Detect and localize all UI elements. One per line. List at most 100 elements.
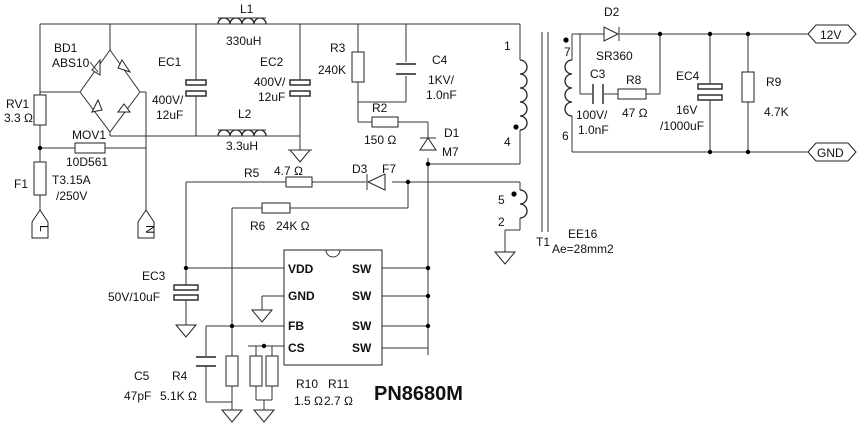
ec2-value1: 400V/ — [254, 75, 286, 89]
ic-pin-sw: SW — [352, 262, 372, 276]
r11-ref: R11 — [328, 377, 349, 391]
output-12v-label: 12V — [820, 28, 841, 42]
r10-resistor — [249, 355, 263, 387]
r2-resistor — [371, 116, 399, 128]
ic-pin-fb: FB — [288, 319, 304, 333]
ec3-ref: EC3 — [142, 269, 166, 283]
c4-ref: C4 — [432, 53, 448, 67]
rv1-value: 3.3 Ω — [4, 111, 33, 125]
ec4-capacitor — [697, 83, 723, 101]
pin-5: 5 — [498, 193, 505, 207]
output-wiring — [571, 33, 808, 153]
pin-7: 7 — [564, 45, 571, 59]
output-gnd-label: GND — [817, 146, 844, 160]
r3-resistor — [351, 51, 365, 83]
connector-l: L — [31, 209, 51, 239]
pin-4: 4 — [504, 135, 511, 149]
r10-value: 1.5 Ω — [294, 394, 323, 408]
c5-value: 47pF — [124, 389, 151, 403]
connector-n-label: N — [143, 225, 157, 234]
secondary-winding — [564, 59, 573, 117]
mov1-value: 10D561 — [66, 155, 108, 169]
r11-value: 2.7 Ω — [324, 394, 353, 408]
d1-value: M7 — [442, 145, 459, 159]
ec1-value1: 400V/ — [152, 93, 184, 107]
f1-ref: F1 — [14, 177, 28, 191]
r5-resistor — [285, 176, 313, 188]
ec1-capacitor — [185, 70, 207, 110]
ic-pin-cs: CS — [288, 341, 305, 355]
ground-symbol — [493, 251, 517, 265]
ec3-value: 50V/10uF — [108, 290, 160, 304]
r9-value: 4.7K — [764, 105, 789, 119]
d3-value: F7 — [382, 162, 396, 176]
junction-dot — [405, 179, 411, 185]
ec1-value2: 12uF — [156, 108, 183, 122]
r2-value: 150 Ω — [364, 133, 396, 147]
d3-diode — [366, 173, 386, 191]
l1-value: 330uH — [226, 34, 261, 48]
junction-dot — [425, 293, 431, 299]
r9-resistor — [741, 71, 755, 103]
controller-wiring — [185, 181, 428, 410]
t1-ae: Ae=28mm2 — [552, 242, 614, 256]
mov1-varistor — [74, 142, 106, 154]
polarity-dot-sec — [563, 37, 569, 43]
ec1-ref: EC1 — [158, 55, 182, 69]
l2-value: 3.3uH — [226, 139, 258, 153]
aux-winding — [519, 189, 528, 219]
d2-diode — [603, 26, 620, 42]
ground-symbol — [174, 324, 198, 338]
ic-pin-sw: SW — [352, 341, 372, 355]
r10-ref: R10 — [296, 377, 318, 391]
junction-dot — [745, 31, 751, 37]
junction-dot — [229, 323, 235, 329]
polarity-dot-aux — [511, 191, 517, 197]
rv1-resistor — [33, 94, 47, 126]
r2-ref: R2 — [372, 101, 388, 115]
junction-dot — [745, 149, 751, 155]
ec4-ref: EC4 — [676, 69, 700, 83]
junction-dot — [707, 31, 713, 37]
ground-symbol — [250, 309, 274, 323]
d2-ref: D2 — [604, 5, 620, 19]
ground-symbol — [288, 149, 312, 163]
r5-ref: R5 — [244, 166, 260, 180]
junction-dot — [707, 149, 713, 155]
ec2-capacitor — [289, 70, 311, 110]
ground-symbol — [220, 409, 244, 423]
f1-value1: T3.15A — [52, 173, 91, 187]
r4-value: 5.1K Ω — [160, 389, 197, 403]
r9-ref: R9 — [766, 75, 782, 89]
c5-ref: C5 — [134, 369, 150, 383]
c3-value2: 1.0nF — [578, 123, 609, 137]
junction-dot — [425, 265, 431, 271]
c3-ref: C3 — [590, 67, 606, 81]
mov1-ref: MOV1 — [72, 128, 106, 142]
junction-dot — [657, 31, 663, 37]
r8-resistor — [617, 88, 647, 100]
ec2-value2: 12uF — [258, 90, 285, 104]
c4-value2: 1.0nF — [426, 88, 457, 102]
r4-ref: R4 — [172, 369, 188, 383]
pin-1: 1 — [504, 39, 511, 53]
primary-winding — [519, 59, 528, 131]
l2-ref: L2 — [238, 107, 252, 121]
ic-pin-sw: SW — [352, 289, 372, 303]
ec3-capacitor — [173, 284, 199, 301]
controller-ic — [283, 249, 383, 366]
d1-diode — [419, 137, 437, 151]
ic-pin-sw: SW — [352, 319, 372, 333]
l2-inductor — [217, 129, 267, 137]
ic-part-number: PN8680M — [374, 383, 463, 405]
polarity-dot — [513, 124, 519, 130]
t1-ref: T1 — [536, 235, 550, 249]
r5-value: 4.7 Ω — [274, 164, 303, 178]
ic-pin-gnd: GND — [288, 289, 315, 303]
r6-ref: R6 — [250, 219, 266, 233]
ec4-value2: /1000uF — [660, 119, 704, 133]
connector-n: N — [137, 209, 157, 239]
junction-dot — [425, 323, 431, 329]
r6-resistor — [261, 202, 291, 214]
